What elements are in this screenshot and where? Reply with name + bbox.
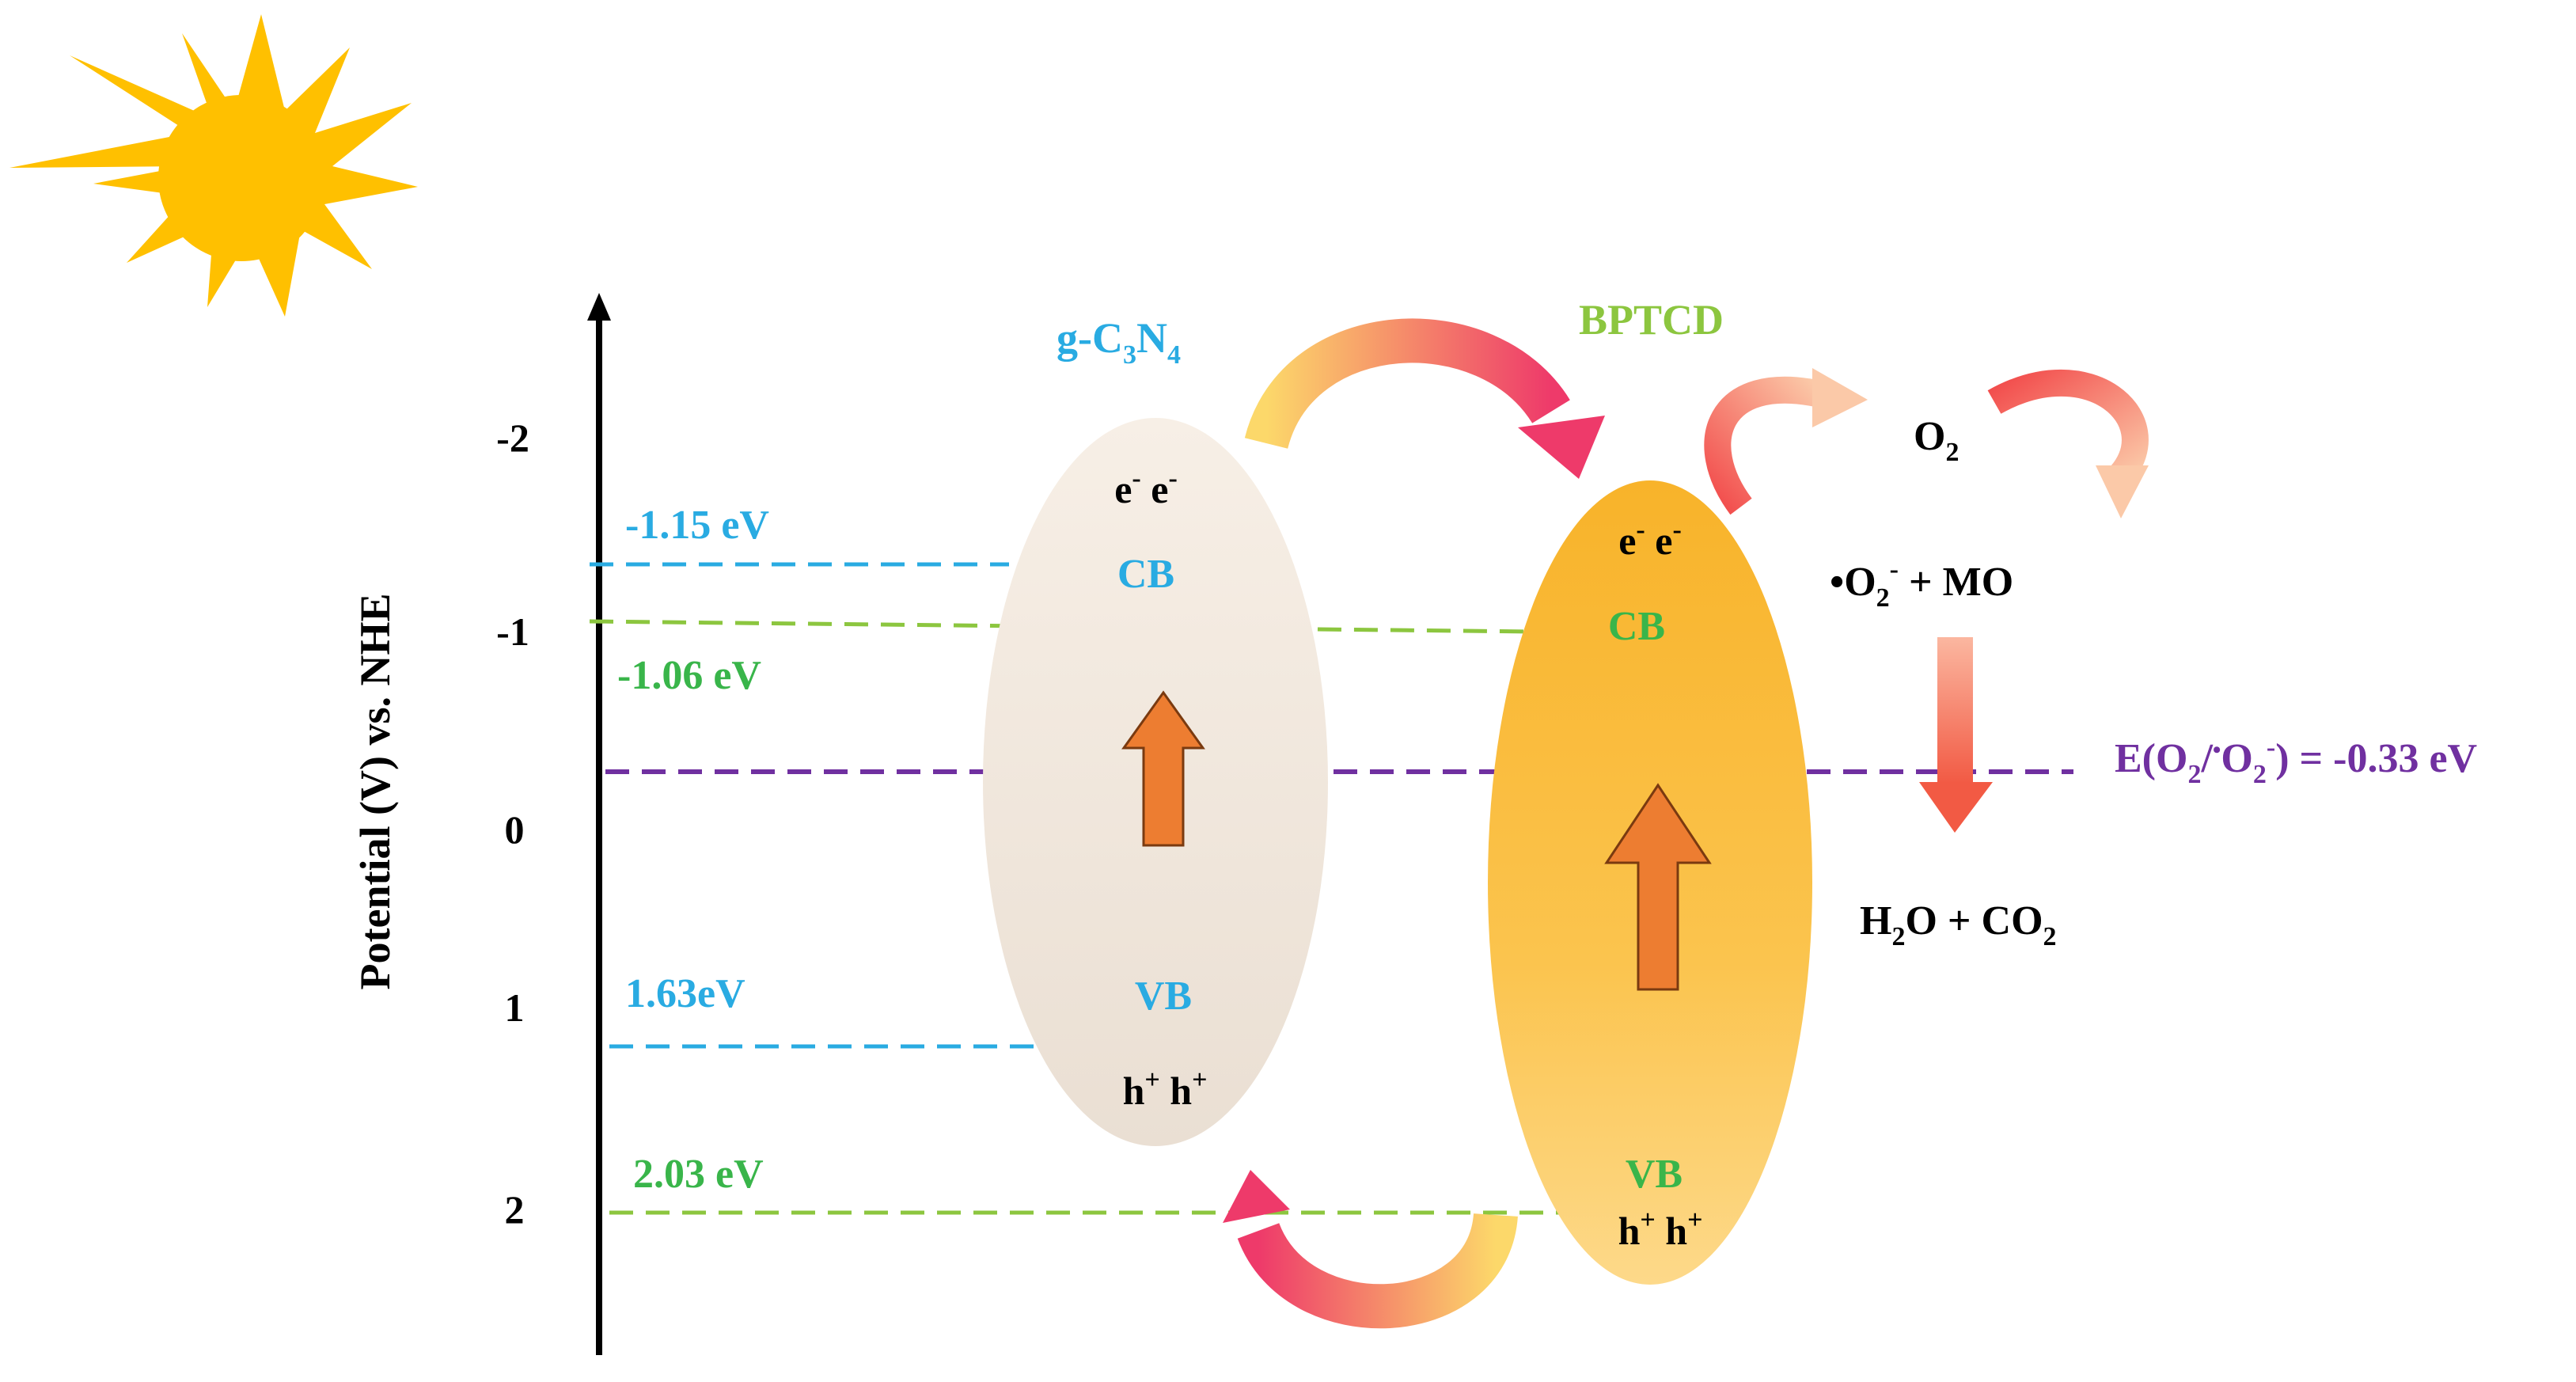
bptcd-vb-value: 2.03 eV xyxy=(633,1152,764,1197)
gcn-name: g-C3N4 xyxy=(1057,314,1181,370)
bptcd-cb-value: -1.06 eV xyxy=(617,653,761,698)
gcn-excitation-arrow xyxy=(1121,690,1205,847)
sun-icon xyxy=(9,14,418,317)
tick-minus-2: -2 xyxy=(496,416,529,460)
gcn-cb-label: CB xyxy=(1117,552,1174,597)
bptcd-electrons: e- e- xyxy=(1618,515,1682,563)
tick-minus-1: -1 xyxy=(496,609,529,654)
bptcd-cb-line xyxy=(589,619,1536,634)
electron-transfer-arrow xyxy=(1244,318,1605,479)
gcn-holes: h+ h+ xyxy=(1123,1065,1208,1113)
tick-2: 2 xyxy=(505,1187,525,1232)
gcn-electrons: e- e- xyxy=(1114,464,1178,511)
o2-curl-right-arrow xyxy=(1987,369,2149,518)
bptcd-cb-label: CB xyxy=(1608,604,1665,649)
o2-curl-left-arrow xyxy=(1704,368,1868,515)
tick-0: 0 xyxy=(505,807,525,852)
bptcd-holes: h+ h+ xyxy=(1618,1205,1703,1253)
degradation-arrow xyxy=(1919,637,1993,833)
products-label: H2O + CO2 xyxy=(1860,898,2057,951)
gcn-vb-value: 1.63eV xyxy=(625,971,745,1016)
bptcd-vb-label: VB xyxy=(1626,1152,1683,1197)
o2-label: O2 xyxy=(1914,414,1959,467)
axis-label: Potential (V) vs. NHE xyxy=(351,594,399,990)
potential-axis xyxy=(587,293,611,1355)
radical-mo-label: •O2- + MO xyxy=(1830,555,2013,613)
gcn-cb-value: -1.15 eV xyxy=(625,503,769,548)
gcn-vb-label: VB xyxy=(1135,974,1192,1019)
bptcd-excitation-arrow xyxy=(1604,783,1712,991)
tick-1: 1 xyxy=(505,985,525,1030)
hole-transfer-arrow xyxy=(1223,1170,1518,1329)
bptcd-name: BPTCD xyxy=(1579,296,1724,344)
redox-potential-label: E(O2/•O2-) = -0.33 eV xyxy=(2115,733,2477,789)
